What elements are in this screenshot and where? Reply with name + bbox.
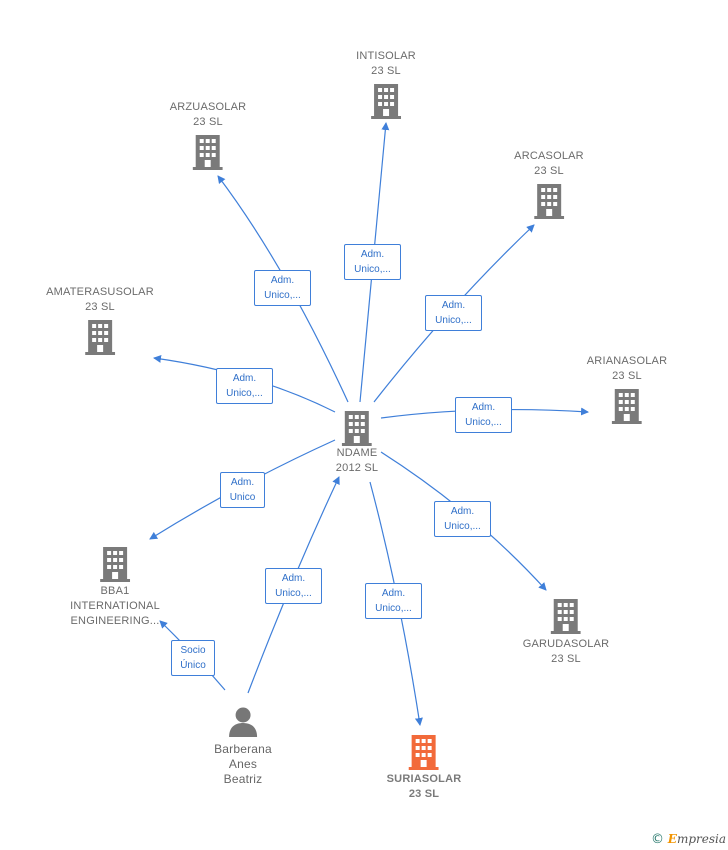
node-label: GARUDASOLAR 23 SL <box>522 638 610 665</box>
node-arcasolar[interactable]: ARCASOLAR 23 SL <box>514 149 584 219</box>
node-intisolar[interactable]: INTISOLAR 23 SL <box>356 49 416 119</box>
edge-label-bba1[interactable]: Adm. Unico <box>220 472 265 508</box>
edge-label-amaterasusolar[interactable]: Adm. Unico,... <box>216 368 273 404</box>
edge-label-suriasolar[interactable]: Adm. Unico,... <box>365 583 422 619</box>
node-label: INTISOLAR 23 SL <box>356 50 416 77</box>
node-label: BBA1 INTERNATIONAL ENGINEERING... <box>70 585 160 627</box>
building-icon <box>99 547 130 582</box>
node-label: SURIASOLAR 23 SL <box>386 773 462 800</box>
node-bba1[interactable]: BBA1 INTERNATIONAL ENGINEERING... <box>70 546 160 629</box>
brand-name: mpresia <box>676 832 726 846</box>
building-icon <box>534 184 564 219</box>
node-amaterasusolar[interactable]: AMATERASUSOLAR 23 SL <box>46 285 154 355</box>
building-icon <box>551 599 581 634</box>
building-icon <box>192 135 223 170</box>
node-label: AMATERASUSOLAR 23 SL <box>46 286 154 313</box>
edge-label-arianasolar[interactable]: Adm. Unico,... <box>455 397 512 433</box>
node-suriasolar[interactable]: SURIASOLAR 23 SL <box>387 734 462 802</box>
copyright-icon: © <box>650 832 664 847</box>
node-person-barberana[interactable]: Barberana Anes Beatriz <box>214 706 272 787</box>
edge-label-arzuasolar[interactable]: Adm. Unico,... <box>254 270 311 306</box>
edge-label-garudasolar[interactable]: Adm. Unico,... <box>434 501 491 537</box>
building-icon <box>341 411 372 446</box>
person-icon <box>229 707 257 737</box>
brand-initial: E <box>667 832 677 846</box>
node-label: NDAME 2012 SL <box>335 447 379 474</box>
building-icon <box>408 735 439 770</box>
building-icon <box>84 320 115 355</box>
node-label: Barberana Anes Beatriz <box>214 742 272 786</box>
node-label: ARIANASOLAR 23 SL <box>586 355 668 382</box>
edge-label-person-ndame[interactable]: Adm. Unico,... <box>265 568 322 604</box>
node-ndame[interactable]: NDAME 2012 SL <box>336 410 378 476</box>
node-label: ARZUASOLAR 23 SL <box>169 101 247 128</box>
empresia-watermark: © Empresia <box>651 832 726 847</box>
edge-label-person-bba1[interactable]: Socio Único <box>171 640 215 676</box>
node-arzuasolar[interactable]: ARZUASOLAR 23 SL <box>170 100 247 170</box>
building-icon <box>371 84 401 119</box>
edge-label-arcasolar[interactable]: Adm. Unico,... <box>425 295 482 331</box>
building-icon <box>611 389 642 424</box>
edge-label-intisolar[interactable]: Adm. Unico,... <box>344 244 401 280</box>
node-label: ARCASOLAR 23 SL <box>514 150 584 177</box>
node-arianasolar[interactable]: ARIANASOLAR 23 SL <box>587 354 667 424</box>
node-garudasolar[interactable]: GARUDASOLAR 23 SL <box>523 598 610 667</box>
